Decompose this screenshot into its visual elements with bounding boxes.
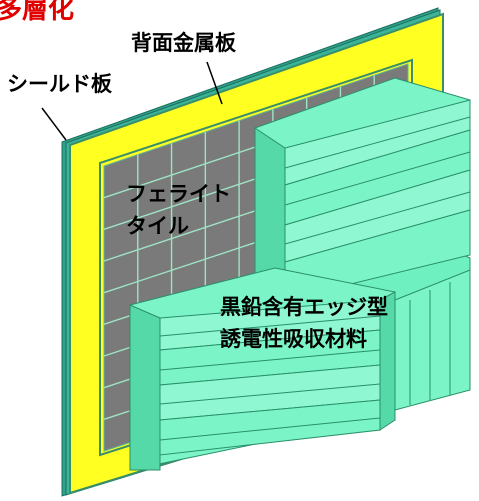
back-plate-label: 背面金属板: [131, 31, 237, 55]
absorber-lower-block: [129, 267, 396, 471]
shield-plate-leader: [41, 107, 67, 141]
absorber-label-line1: 黒鉛含有エッジ型: [220, 295, 388, 319]
ferrite-label-line1: フェライト: [126, 182, 231, 206]
diagram-title: 多層化: [0, 0, 74, 25]
back-plate-leader: [206, 61, 223, 105]
absorber-label-line2: 誘電性吸収材料: [220, 327, 367, 351]
shield-plate-label: シールド板: [7, 72, 113, 96]
ferrite-label-line2: タイル: [126, 214, 189, 238]
absorber-upper-block: [254, 77, 471, 301]
